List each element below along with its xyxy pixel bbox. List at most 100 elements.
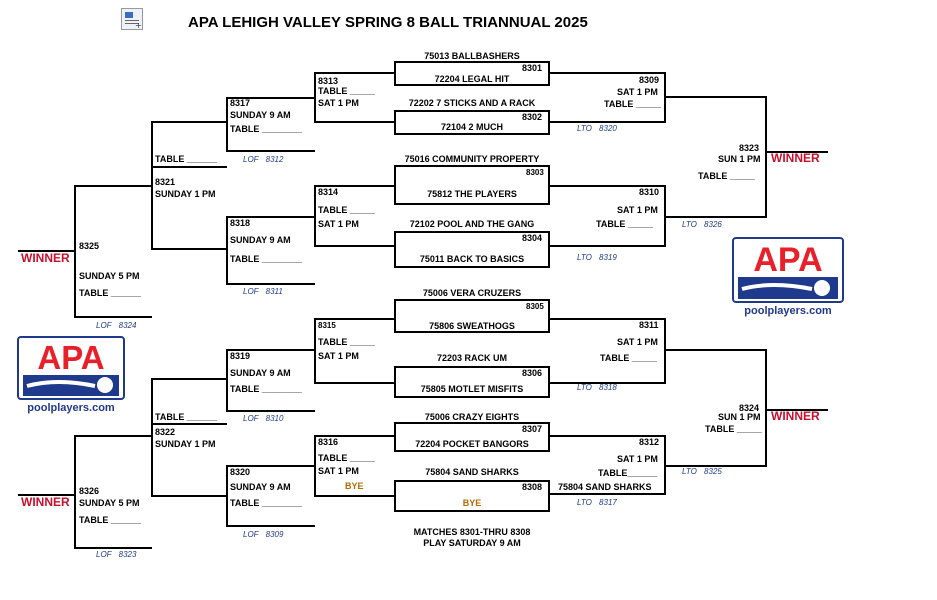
table-label: TABLE _____ [318, 205, 375, 215]
team-name: 75013 BALLBASHERS [424, 51, 520, 61]
time-label: SAT 1 PM [318, 219, 359, 229]
table-label: TABLE _____ [698, 171, 755, 181]
team-name: 72203 RACK UM [436, 353, 508, 363]
match-box-8301 [394, 61, 550, 86]
table-label: TABLE ________ [230, 384, 302, 394]
table-label: TABLE ________ [230, 498, 302, 508]
match-box-8305 [394, 299, 550, 333]
time-label: SAT 1 PM [318, 351, 359, 361]
bracket-line [550, 245, 665, 247]
logo-site: poolplayers.com [744, 305, 832, 317]
loser-ref: LOF 8312 [243, 155, 284, 164]
bracket-line [665, 349, 766, 351]
time-label: SAT 1 PM [617, 337, 658, 347]
bracket-line [664, 318, 666, 384]
team-name: 72102 POOL AND THE GANG [409, 219, 535, 229]
loser-ref: LTO 8318 [577, 383, 617, 392]
team-name: 72202 7 STICKS AND A RACK [408, 98, 536, 108]
match-number: 8309 [639, 75, 660, 85]
spreadsheet-icon[interactable]: + [121, 8, 143, 30]
winner-label: WINNER [21, 495, 70, 509]
footer-line: MATCHES 8301-THRU 8308 [413, 527, 531, 537]
bracket-line [152, 248, 227, 250]
match-box-8307 [394, 422, 550, 452]
bracket-line [75, 547, 152, 549]
match-number: 8316 [318, 437, 339, 447]
winner-label: WINNER [771, 409, 820, 423]
bracket-line [227, 97, 315, 99]
time-label: SUNDAY 5 PM [79, 271, 140, 281]
logo-text: APA [753, 241, 822, 279]
bracket-line [18, 494, 75, 496]
table-label: TABLE ______ [79, 288, 141, 298]
match-number: 8306 [522, 368, 543, 378]
team-name: 75804 SAND SHARKS [425, 467, 519, 477]
loser-ref: LTO 8319 [577, 253, 617, 262]
bracket-line [152, 166, 227, 168]
loser-ref: LOF 8311 [243, 287, 283, 296]
bracket-line [665, 465, 766, 467]
bracket-line [315, 245, 394, 247]
table-label: TABLE _____ [705, 424, 762, 434]
time-label: SUNDAY 1 PM [155, 189, 216, 199]
match-number: 8302 [522, 112, 543, 122]
match-number: 8323 [739, 143, 760, 153]
bracket-line [75, 185, 152, 187]
apa-logo: APA poolplayers.com [732, 237, 844, 317]
bracket-line [550, 121, 665, 123]
loser-ref: LOF 8323 [96, 550, 137, 559]
match-number: 8315 [318, 321, 336, 330]
bracket-line [765, 349, 767, 467]
footer-line: PLAY SATURDAY 9 AM [423, 538, 521, 548]
bracket-line [74, 435, 76, 549]
match-number: 8305 [526, 302, 544, 311]
bracket-line [18, 250, 75, 252]
team-name: 75011 BACK TO BASICS [419, 254, 525, 264]
time-label: SUNDAY 1 PM [155, 439, 216, 449]
logo-site: poolplayers.com [27, 402, 115, 414]
bracket-line [665, 216, 766, 218]
bracket-line [75, 316, 152, 318]
bracket-line [315, 185, 394, 187]
bye-label: BYE [345, 481, 364, 491]
bracket-line [227, 465, 315, 467]
bracket-line [152, 121, 227, 123]
time-label: SUN 1 PM [718, 154, 761, 164]
loser-ref: LTO 8325 [682, 467, 722, 476]
team-name: 75805 MOTLET MISFITS [420, 384, 524, 394]
match-number: 8311 [639, 320, 659, 330]
match-number: 8307 [522, 424, 543, 434]
advanced-team: 75804 SAND SHARKS [558, 482, 652, 492]
match-number: 8319 [230, 351, 251, 361]
match-number: 8325 [79, 241, 100, 251]
bracket-line [152, 423, 227, 425]
bracket-line [227, 349, 315, 351]
table-label: TABLE _____ [318, 337, 375, 347]
match-number: 8322 [155, 427, 176, 437]
match-number: 8320 [230, 467, 251, 477]
match-number: 8310 [639, 187, 660, 197]
loser-ref: LTO 8326 [682, 220, 722, 229]
bracket-line [315, 382, 394, 384]
match-box-8303 [394, 165, 550, 205]
bracket-line [315, 435, 394, 437]
match-number: 8326 [79, 486, 100, 496]
bracket-line [151, 378, 153, 497]
bracket-line [314, 435, 316, 497]
bracket-line [226, 97, 228, 152]
bracket-line [665, 96, 766, 98]
loser-ref: LTO 8317 [577, 498, 617, 507]
bracket-line [550, 318, 665, 320]
bracket-line [314, 72, 316, 123]
table-label: TABLE _____ [318, 86, 375, 96]
table-label: TABLE ________ [230, 124, 302, 134]
match-box-8304 [394, 231, 550, 268]
bracket-line [226, 465, 228, 527]
bracket-line [765, 96, 767, 218]
time-label: SUN 1 PM [718, 412, 761, 422]
match-number: 8318 [230, 218, 251, 228]
bracket-line [550, 493, 665, 495]
time-label: SAT 1 PM [617, 87, 658, 97]
svg-text:+: + [135, 21, 142, 29]
bracket-line [74, 185, 76, 318]
